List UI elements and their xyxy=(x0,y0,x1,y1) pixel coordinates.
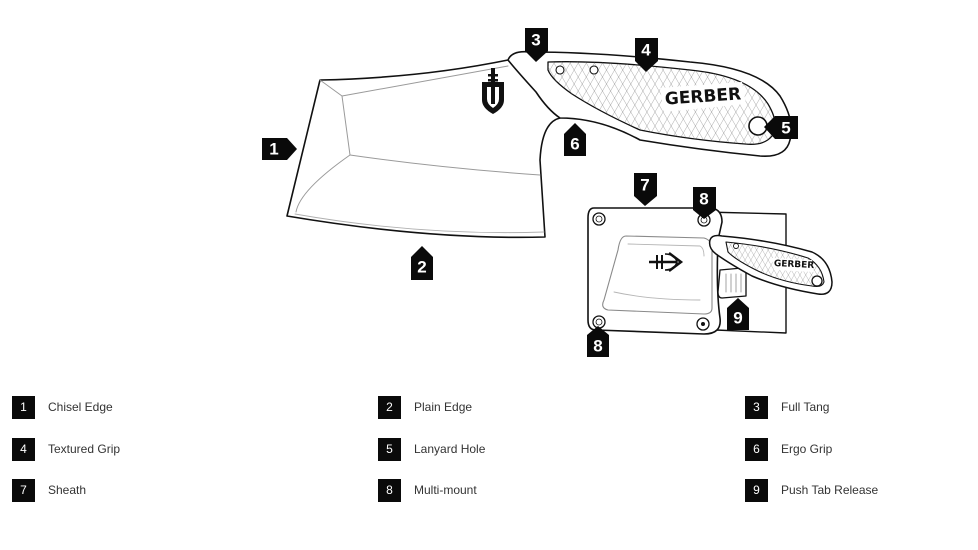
blade-bevel-vertical xyxy=(341,95,351,156)
legend-item-full-tang: 3 Full Tang xyxy=(745,395,829,419)
legend-item-chisel-edge: 1 Chisel Edge xyxy=(12,395,113,419)
callout-marker-7: 7 xyxy=(634,173,657,206)
legend-number-badge: 2 xyxy=(378,395,401,419)
sheath-brand-logo: GERBER xyxy=(774,259,815,271)
cleaver-illustration: GERBER xyxy=(262,28,833,357)
legend-item-sheath: 7 Sheath xyxy=(12,478,86,502)
legend-label: Chisel Edge xyxy=(48,400,113,414)
lanyard-hole xyxy=(748,116,768,136)
callout-marker-6: 6 xyxy=(564,123,586,156)
callout-marker-1: 1 xyxy=(262,138,297,160)
svg-text:4: 4 xyxy=(641,41,651,60)
svg-text:6: 6 xyxy=(570,135,579,154)
svg-text:2: 2 xyxy=(417,258,426,277)
svg-text:1: 1 xyxy=(269,140,278,159)
callout-marker-8-top: 8 xyxy=(693,187,716,219)
callout-marker-4: 4 xyxy=(635,38,658,72)
gerber-emblem-icon xyxy=(482,68,504,114)
callout-marker-8-bottom: 8 xyxy=(587,326,609,357)
svg-text:5: 5 xyxy=(781,119,790,138)
legend-label: Ergo Grip xyxy=(781,442,833,456)
logo-plate xyxy=(660,82,746,112)
push-tab-release xyxy=(717,267,747,299)
gerber-arrow-logo-icon xyxy=(649,252,684,272)
legend-number-badge: 1 xyxy=(12,395,35,419)
legend-number-badge: 3 xyxy=(745,395,768,419)
blade-grind-line xyxy=(295,154,351,213)
legend-label: Sheath xyxy=(48,483,87,497)
svg-text:3: 3 xyxy=(531,31,540,50)
sheath xyxy=(587,207,833,335)
svg-text:8: 8 xyxy=(699,190,708,209)
callout-marker-9: 9 xyxy=(727,298,749,330)
legend-label: Lanyard Hole xyxy=(414,442,486,456)
legend-item-push-tab-release: 9 Push Tab Release xyxy=(745,478,878,502)
callout-marker-2: 2 xyxy=(411,246,433,280)
handle-screw-2 xyxy=(589,65,599,75)
blade-bevel-line xyxy=(319,65,509,97)
legend-label: Multi-mount xyxy=(414,483,477,497)
legend-label: Push Tab Release xyxy=(781,483,879,497)
callout-marker-3: 3 xyxy=(525,28,548,62)
legend-number-badge: 4 xyxy=(12,437,35,461)
svg-text:9: 9 xyxy=(733,309,742,328)
sheath-logo-plate xyxy=(772,258,814,272)
sheath-blade-recess xyxy=(602,235,713,315)
legend-number-badge: 7 xyxy=(12,478,35,502)
legend-number-badge: 6 xyxy=(745,437,768,461)
legend-item-ergo-grip: 6 Ergo Grip xyxy=(745,437,832,461)
blade-edge-line xyxy=(349,154,541,176)
svg-text:7: 7 xyxy=(640,176,649,195)
legend-item-lanyard-hole: 5 Lanyard Hole xyxy=(378,437,485,461)
legend-number-badge: 9 xyxy=(745,478,768,502)
sheath-lanyard-hole xyxy=(811,275,823,287)
blade-edge-bevel xyxy=(294,213,545,234)
legend-label: Full Tang xyxy=(781,400,830,414)
legend-number-badge: 5 xyxy=(378,437,401,461)
legend-item-textured-grip: 4 Textured Grip xyxy=(12,437,120,461)
callout-marker-5: 5 xyxy=(764,116,798,139)
handle-screw-1 xyxy=(555,65,565,75)
legend-item-multi-mount: 8 Multi-mount xyxy=(378,478,477,502)
legend-label: Plain Edge xyxy=(414,400,473,414)
legend-label: Textured Grip xyxy=(48,442,121,456)
legend-item-plain-edge: 2 Plain Edge xyxy=(378,395,472,419)
legend-number-badge: 8 xyxy=(378,478,401,502)
sheath-recess-inner xyxy=(627,243,705,257)
svg-text:8: 8 xyxy=(593,337,602,356)
sheath-handle-screw xyxy=(733,243,739,249)
